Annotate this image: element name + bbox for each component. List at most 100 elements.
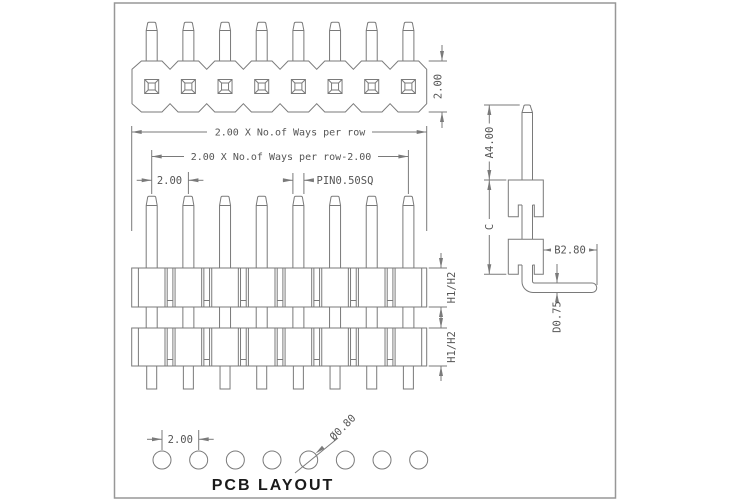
pad-diagonal — [301, 89, 306, 94]
pcb-hole — [372, 450, 392, 470]
dim-arrowhead — [587, 248, 597, 252]
front-view — [131, 195, 428, 390]
pin-mid — [182, 307, 195, 328]
pad-diagonal — [364, 79, 369, 84]
insulator-strip-outline — [131, 60, 428, 113]
pad-diagonal — [228, 79, 233, 84]
pin-tail — [402, 366, 414, 390]
front-view-insulator-rows — [131, 267, 428, 367]
pin-mid — [329, 307, 342, 328]
front-overall-dim-label: 2.00 X No.of Ways per row — [215, 128, 366, 139]
pin — [365, 21, 378, 61]
dim-line — [294, 437, 339, 474]
pcb-hole — [189, 450, 209, 470]
pcb-hole — [262, 450, 282, 470]
pad-diagonal — [338, 79, 343, 84]
pad-diagonal — [401, 89, 406, 94]
dim-arrowhead — [440, 51, 444, 61]
side-view — [507, 104, 598, 293]
dim-arrowhead — [315, 445, 325, 454]
pad-diagonal — [144, 89, 149, 94]
side-tail-length-dim: B2.80 — [551, 243, 589, 257]
label-backing — [482, 123, 496, 162]
pad-diagonal — [291, 79, 296, 84]
pin — [292, 21, 305, 61]
pin — [402, 21, 415, 61]
pin-tail — [292, 366, 304, 390]
top-view — [131, 21, 428, 113]
pcb-layout-view — [152, 450, 429, 470]
pad-diagonal — [374, 79, 380, 84]
dim-arrowhead — [487, 105, 492, 115]
pad-inner-square — [331, 82, 340, 91]
dim-arrowhead — [439, 307, 443, 317]
dim-arrowhead — [555, 273, 559, 283]
top-strip-width-dim-label: 2.00 — [433, 74, 445, 99]
pcb-hole — [152, 450, 172, 470]
insulator-row — [131, 267, 428, 308]
pad-diagonal — [217, 89, 222, 94]
pad-diagonal — [327, 79, 332, 84]
pad-diagonal — [191, 89, 196, 94]
pin-mid — [219, 307, 232, 328]
side-insulator-block — [507, 238, 544, 275]
pin — [182, 21, 195, 61]
front-view-pins — [145, 195, 415, 390]
pin-mid — [365, 307, 378, 328]
pcb-hole — [335, 450, 355, 470]
dim-arrowhead — [141, 178, 152, 183]
front-row2-height-dim-label: H1/H2 — [446, 331, 458, 363]
pad-diagonal — [254, 89, 259, 94]
pad-outer-square — [144, 79, 160, 94]
block-outline — [507, 238, 544, 275]
pad-inner-square — [257, 82, 266, 91]
pad-inner-square — [404, 82, 413, 91]
solder-pad-symbol — [290, 79, 306, 94]
dim-arrowhead — [303, 178, 314, 183]
pad-diagonal — [154, 79, 160, 84]
dim-arrowhead — [439, 258, 443, 268]
side-insulator-block — [507, 179, 544, 218]
pad-diagonal — [364, 89, 369, 94]
dimension-labels: 2.00 2.00 X No.of Ways per row 2.00 X No… — [157, 74, 589, 494]
pin-mid — [402, 307, 415, 328]
solder-pad-symbol — [144, 79, 160, 94]
pad-diagonal — [411, 89, 416, 94]
front-inner-dim-label: 2.00 X No.of Ways per row-2.00 — [191, 152, 372, 163]
pad-diagonal — [264, 89, 270, 94]
pad-outer-square — [254, 79, 270, 94]
pcb-hole-diameter-label: Ø0.80 — [328, 412, 359, 443]
pad-inner-square — [221, 82, 230, 91]
dim-arrowhead — [188, 178, 199, 183]
dimension-lines — [131, 45, 598, 474]
pad-diagonal — [338, 89, 343, 94]
pin-top — [255, 195, 268, 268]
pad-diagonal — [217, 79, 222, 84]
pad-diagonal — [254, 79, 259, 84]
solder-pad-symbol — [327, 79, 343, 94]
pad-outer-square — [290, 79, 306, 94]
pad-inner-square — [367, 82, 376, 91]
pin-tail — [182, 366, 194, 390]
pad-diagonal — [401, 79, 406, 84]
pin-tail — [366, 366, 378, 390]
pin-tail — [219, 366, 231, 390]
solder-pad-symbol — [254, 79, 270, 94]
dim-arrowhead — [543, 248, 554, 252]
dim-arrowhead — [487, 170, 492, 180]
solder-pad-symbol — [217, 79, 233, 94]
label-backing — [551, 243, 589, 257]
block-outline — [507, 179, 544, 218]
pad-diagonal — [264, 79, 270, 84]
pad-outer-square — [180, 79, 196, 94]
pad-diagonal — [181, 79, 186, 84]
dim-arrowhead — [131, 130, 142, 134]
insulator-row-outline — [131, 267, 428, 308]
dim-arrowhead — [398, 154, 409, 159]
side-pin-length-dim: A4.00 — [482, 123, 496, 162]
pin-tail — [329, 366, 341, 390]
front-row1-height-dim-label: H1/H2 — [446, 272, 458, 304]
insulator-row — [131, 327, 428, 367]
dim-arrowhead — [439, 366, 443, 376]
